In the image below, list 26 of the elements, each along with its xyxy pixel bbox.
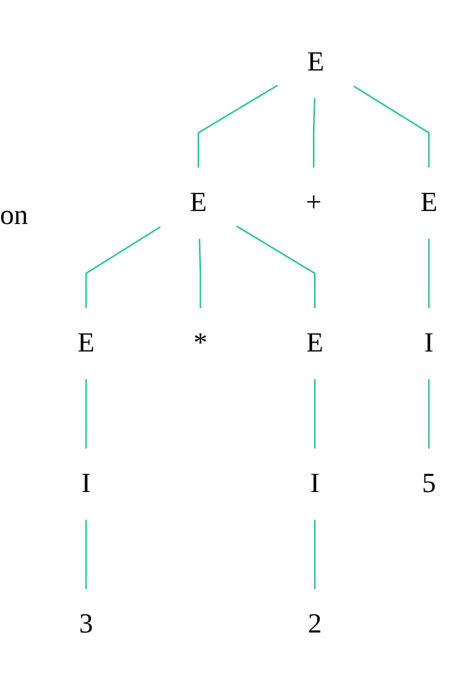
connector <box>236 225 316 308</box>
node-text: 2 <box>308 608 322 640</box>
node-text: E <box>420 187 438 218</box>
connector <box>353 85 430 168</box>
connector <box>314 379 316 448</box>
connector <box>198 84 278 168</box>
node-text: E <box>78 328 95 358</box>
connector <box>312 98 316 168</box>
connector <box>314 520 316 589</box>
node-text: I <box>424 328 434 358</box>
node-text: E <box>306 328 324 358</box>
connector <box>85 520 87 589</box>
connector <box>85 379 87 448</box>
note-text: on <box>0 200 28 232</box>
connector <box>428 238 430 308</box>
connector <box>198 238 202 308</box>
connector <box>428 379 430 448</box>
node-text: E <box>307 46 324 78</box>
node-text: + <box>306 187 322 218</box>
node-text: * <box>194 328 208 358</box>
node-text: 5 <box>422 468 436 499</box>
node-text: E <box>190 187 207 218</box>
connector <box>85 226 161 308</box>
node-text: I <box>310 468 320 499</box>
node-text: 3 <box>79 608 94 640</box>
node-text: I <box>81 468 91 499</box>
